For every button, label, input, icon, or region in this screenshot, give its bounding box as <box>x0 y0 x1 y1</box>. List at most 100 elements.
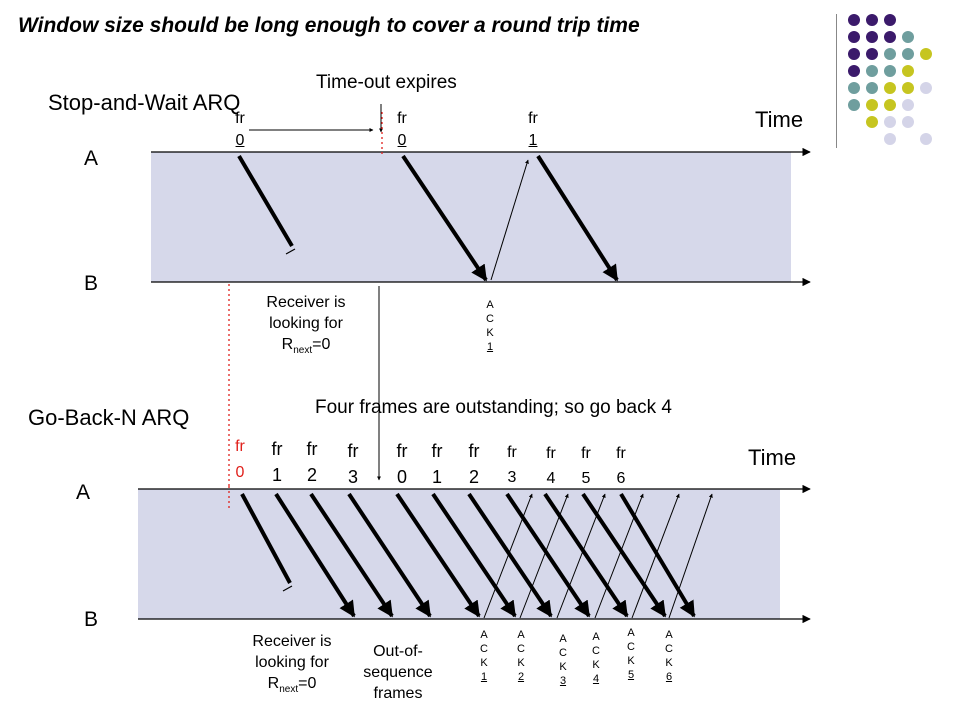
gbn-section-label: Go-Back-N ARQ <box>28 405 190 430</box>
ack-letter: K <box>517 657 525 669</box>
gbn-ack-6 <box>668 493 713 619</box>
ack-letter: C <box>559 647 567 659</box>
gbn-frame-number: 3 <box>347 467 358 487</box>
gbn-frame-0-resend <box>395 492 481 618</box>
ack-letter: K <box>559 661 567 673</box>
logo-dot <box>884 133 896 145</box>
ack-letter: A <box>592 631 600 643</box>
saw-time-label: Time <box>755 107 804 132</box>
gbn-frame-0-lost <box>240 493 292 584</box>
gbn-frame-3-resend <box>505 492 591 618</box>
saw-frame-0-resend <box>401 154 488 282</box>
logo-dot <box>920 133 932 145</box>
gbn-frame-prefix: fr <box>306 439 318 459</box>
logo-dot <box>848 14 860 26</box>
note-line: sequence <box>363 664 433 681</box>
ack-letter: C <box>486 313 494 325</box>
saw-frame-0-lost <box>237 154 294 248</box>
ack-letter: C <box>627 641 635 653</box>
logo-dot <box>920 48 932 60</box>
gbn-frame-label: fr 1 <box>425 440 449 488</box>
saw-frame-number: 0 <box>235 132 245 149</box>
logo-dot <box>866 31 878 43</box>
ack-letter: 5 <box>627 669 635 681</box>
logo-dot <box>848 99 860 111</box>
ack-letter: K <box>627 655 635 667</box>
gbn-frame-0-lost-tip <box>282 585 293 592</box>
gbn-frame-5 <box>581 492 667 618</box>
gbn-frame-number: 0 <box>235 464 245 481</box>
ack-letter: 2 <box>517 671 525 683</box>
note-line: Rnext=0 <box>232 673 352 700</box>
gbn-ack-3 <box>556 493 606 619</box>
gbn-frame-label: fr 2 <box>300 438 324 486</box>
gbn-node-b: B <box>84 608 99 631</box>
ack-letter: A <box>480 629 488 641</box>
logo-dot <box>920 82 932 94</box>
gbn-frame-label: fr 5 <box>574 443 598 490</box>
gbn-frame-prefix: fr <box>235 438 245 455</box>
dot-grid-logo <box>840 12 950 145</box>
r-symbol: R <box>281 336 294 353</box>
r-subscript: next <box>293 345 313 357</box>
ack-letter: A <box>627 627 635 639</box>
gbn-frame-number: 1 <box>431 467 442 487</box>
note-line: Out-of- <box>373 643 423 660</box>
note-line: looking for <box>255 654 329 671</box>
saw-frame-number: 0 <box>397 132 407 149</box>
saw-frame-number: 1 <box>528 132 538 149</box>
ack-letter: C <box>665 643 673 655</box>
logo-dot <box>866 48 878 60</box>
saw-frame-prefix: fr <box>528 110 538 127</box>
logo-dot <box>866 82 878 94</box>
gbn-node-a: A <box>76 481 91 504</box>
gbn-ack-label: A C K 3 <box>557 632 569 688</box>
gbn-ack-label: A C K 1 <box>478 628 490 684</box>
ack-letter: A <box>486 299 494 311</box>
gbn-frame-label: fr 0 <box>228 436 252 484</box>
r-subscript: next <box>279 684 299 696</box>
gbn-ack-1 <box>483 493 533 619</box>
ack-letter: A <box>665 629 673 641</box>
gbn-frame-prefix: fr <box>546 445 556 462</box>
gbn-receiver-note: Receiver is looking for Rnext=0 <box>232 631 352 700</box>
logo-dot <box>902 31 914 43</box>
ack-letter: A <box>559 633 567 645</box>
saw-frame-0-lost-tip <box>285 248 296 255</box>
r-value: =0 <box>298 675 317 692</box>
logo-dot <box>848 31 860 43</box>
gbn-frame-2-resend <box>467 492 553 618</box>
r-symbol: R <box>267 675 280 692</box>
gbn-frame-label: fr 1 <box>265 438 289 486</box>
gbn-frame-label: fr 0 <box>390 440 414 488</box>
gbn-frame-number: 2 <box>468 467 479 487</box>
gbn-frame-2 <box>309 492 394 618</box>
note-line: Rnext=0 <box>246 334 366 361</box>
gbn-ack-5 <box>631 493 680 619</box>
logo-dot <box>848 65 860 77</box>
logo-divider <box>836 14 837 148</box>
ack-letter: 6 <box>665 671 673 683</box>
logo-dot <box>902 82 914 94</box>
saw-node-b: B <box>84 272 99 295</box>
ack-letter: 4 <box>592 673 600 685</box>
gbn-ack-label: A C K 6 <box>663 628 675 684</box>
logo-dot <box>884 31 896 43</box>
gbn-frame-4 <box>543 492 629 618</box>
gbn-frame-number: 4 <box>546 470 556 487</box>
logo-dot <box>902 99 914 111</box>
gbn-frame-label: fr 6 <box>609 443 633 490</box>
saw-node-a: A <box>84 147 99 170</box>
gbn-frame-prefix: fr <box>468 441 480 461</box>
gbn-ack-2 <box>519 493 569 619</box>
ack-letter: C <box>480 643 488 655</box>
logo-dot <box>884 65 896 77</box>
logo-dot <box>866 116 878 128</box>
saw-timeout-label: Time-out expires <box>316 72 457 93</box>
logo-dot <box>884 14 896 26</box>
saw-frame-1 <box>536 154 619 282</box>
logo-dot <box>848 48 860 60</box>
saw-frame-label: fr 1 <box>521 108 545 152</box>
logo-dot <box>866 65 878 77</box>
